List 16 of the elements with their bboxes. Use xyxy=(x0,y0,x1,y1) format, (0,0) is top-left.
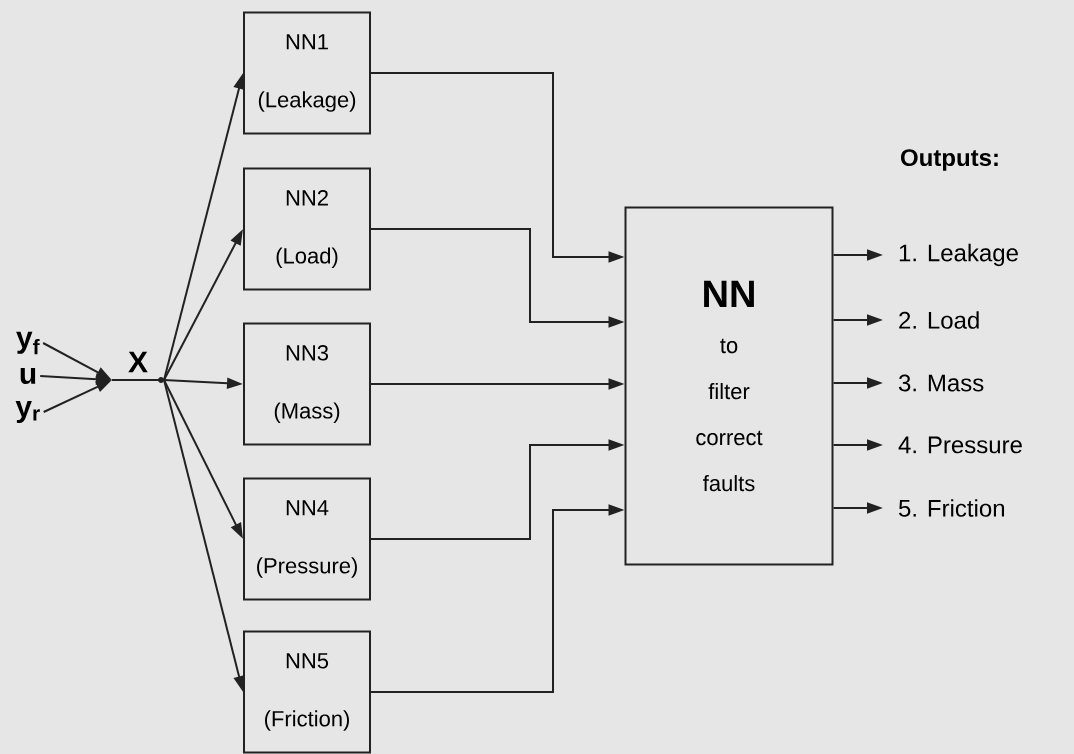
output-label: 4. Pressure xyxy=(898,436,1022,454)
network-box: NN2 (Load) xyxy=(243,167,371,291)
input-label: y$_{r}$ xyxy=(15,400,40,424)
network-box: NN4 (Pressure) xyxy=(243,477,371,601)
network-box: NN5 (Friction) xyxy=(243,630,371,754)
network-box: NN3 (Mass) xyxy=(243,322,371,446)
network-box: NN to filter correct faults xyxy=(624,206,834,566)
input-label: u xyxy=(20,367,36,385)
heading: Outputs: xyxy=(901,149,998,171)
output-label: 3. Mass xyxy=(898,374,984,392)
input-label: y$_{f}$ xyxy=(16,331,40,355)
signal-label: X xyxy=(128,351,148,373)
output-label: 2. Load xyxy=(899,311,979,329)
output-label: 5. Friction xyxy=(898,499,1004,517)
network-box: NN1 (Leakage) xyxy=(243,11,371,135)
output-label: 1. Leakage xyxy=(899,243,1018,267)
